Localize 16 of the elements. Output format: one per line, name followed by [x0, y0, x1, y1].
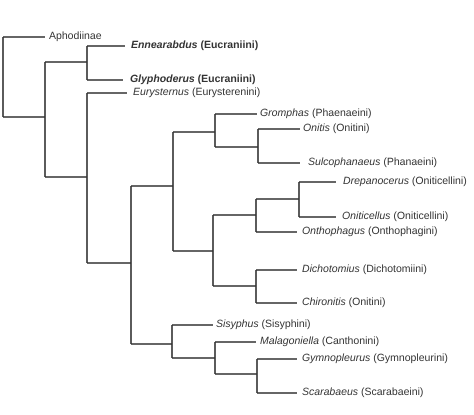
taxon-label: Drepanocerus (Oniticellini)	[343, 175, 467, 188]
taxon-label: Dichotomius (Dichotomiini)	[302, 263, 427, 276]
taxon-label: Eurysternus (Eurysterenini)	[133, 86, 260, 99]
taxon-label: Onthophagus (Onthophagini)	[302, 225, 438, 238]
taxon-label: Gymnopleurus (Gymnopleurini)	[302, 352, 448, 365]
taxon-label: Sulcophanaeus (Phanaeini)	[308, 156, 438, 169]
taxon-label: Malagoniella (Canthonini)	[260, 335, 380, 348]
taxon-label: Ennearabdus (Eucraniini)	[131, 39, 258, 52]
taxon-label: Onitis (Onitini)	[303, 122, 370, 135]
taxon-label: Aphodiinae	[49, 30, 102, 43]
taxon-label: Oniticellus (Oniticellini)	[342, 210, 448, 223]
taxon-label: Glyphoderus (Eucraniini)	[130, 73, 256, 86]
taxon-label: Sisyphus (Sisyphini)	[216, 318, 311, 331]
taxon-label: Scarabaeus (Scarabaeini)	[302, 386, 424, 399]
taxon-label: Gromphas (Phaenaeini)	[260, 107, 372, 120]
taxon-label: Chironitis (Onitini)	[302, 296, 386, 309]
